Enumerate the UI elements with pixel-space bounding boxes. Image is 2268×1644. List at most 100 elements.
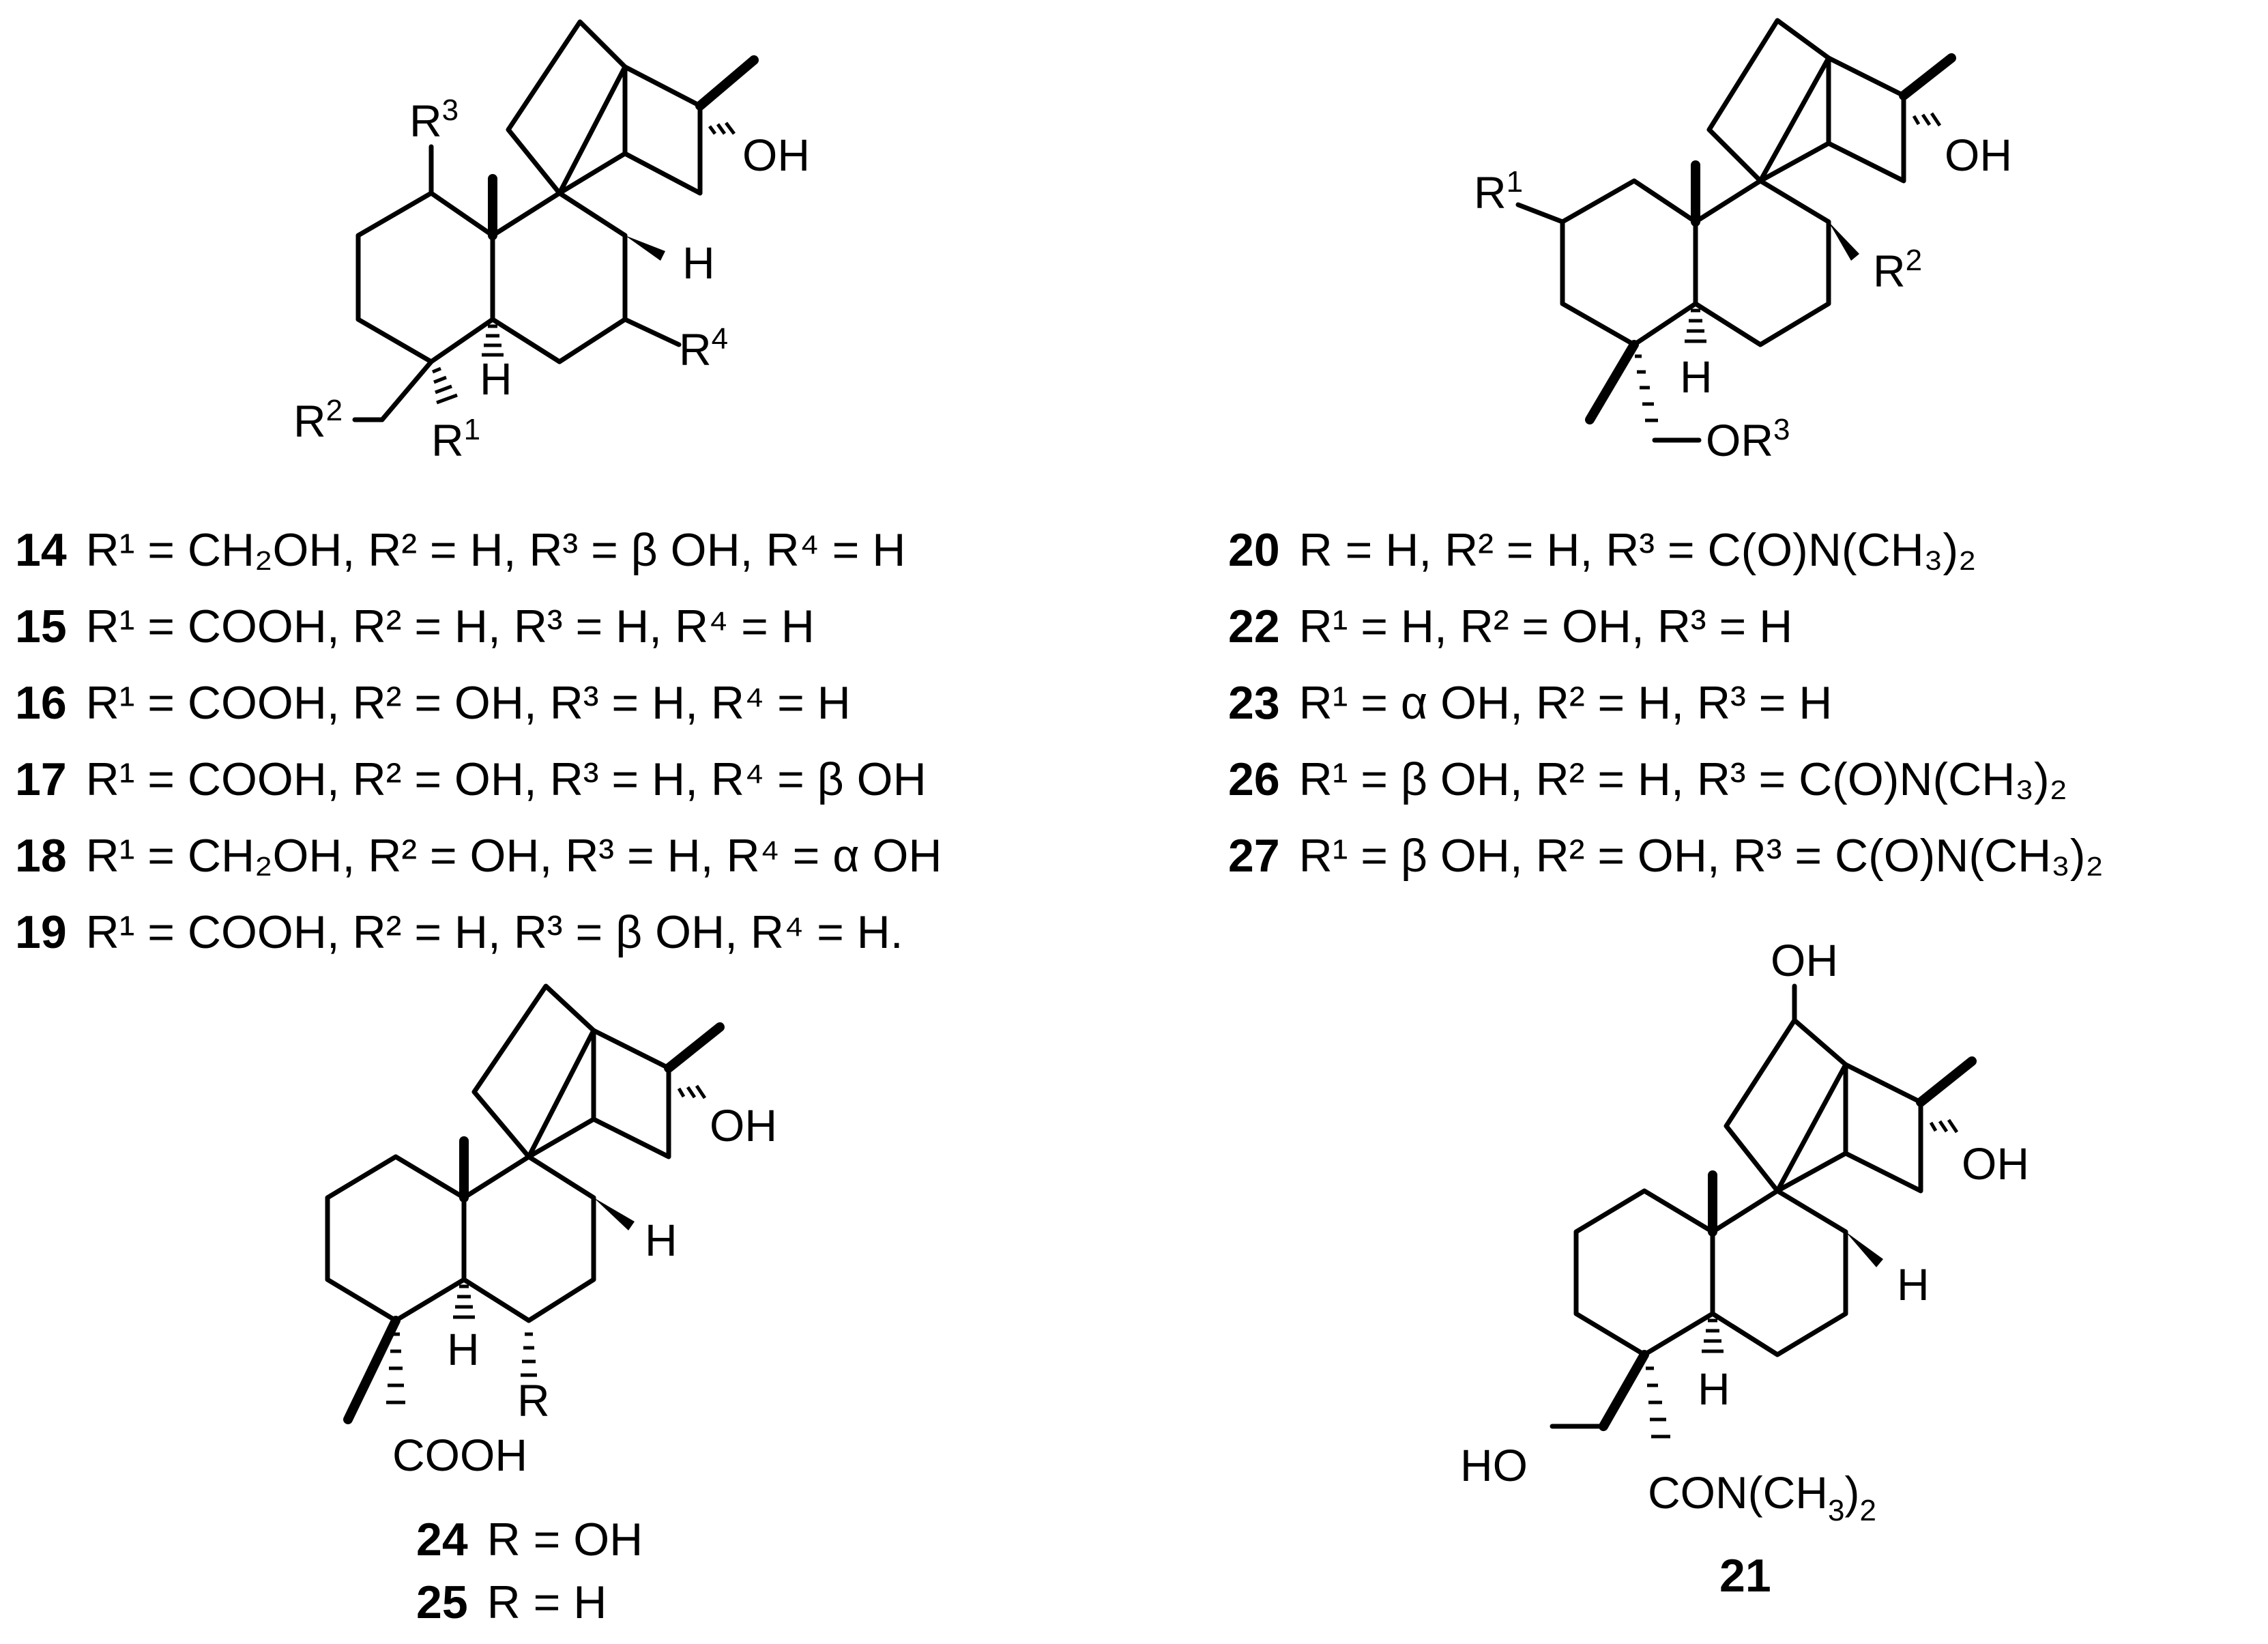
structure-c [325,983,725,1424]
compound-number: 26 [1228,753,1280,805]
structure-d-label-top-oh: OH [1771,935,1838,985]
structure-a [352,19,759,422]
structure-d-label-ho: HO [1460,1440,1528,1490]
structure-c-c4-methyl [343,1316,401,1424]
structure-d-hashes [1646,1119,1959,1439]
structure-a-labels: R3 OH H R4 H R2 R1 [293,93,810,465]
structure-b-labels: R1 OH R2 H OR3 [1474,130,2012,465]
legend-row: 18 R¹ = CH₂OH, R² = OH, R³ = H, R⁴ = α OH [15,818,942,894]
legend-row: 23 R¹ = α OH, R² = H, R³ = H [1228,665,2104,741]
structure-d-label-amide: CON(CH3)2 [1648,1467,1876,1527]
compound-definition: R = OH [486,1514,643,1566]
structure-b-hashes [1635,112,1942,422]
structure-c-label-r: R [517,1375,550,1426]
structure-b-bridge [1706,18,1831,184]
compound-definition: R¹ = COOH, R² = OH, R³ = H, R⁴ = H [85,677,851,729]
compound-number: 22 [1228,601,1280,652]
structure-c-ring-b [461,1154,596,1323]
legend-row: 22 R¹ = H, R² = OH, R³ = H [1228,588,2104,665]
structure-a-hashes [432,121,736,405]
structure-b-wedge-r2 [1829,222,1859,261]
legend-row: 15 R¹ = COOH, R² = H, R³ = H, R⁴ = H [15,588,942,665]
compound-definition: R¹ = β OH, R² = H, R³ = C(O)N(CH₃)₂ [1298,753,2068,805]
compound-definition: R¹ = COOH, R² = H, R³ = H, R⁴ = H [85,601,815,652]
legend-row: 24 R = OH [416,1508,643,1571]
compound-21-number: 21 [1719,1550,1771,1602]
structure-b-ring-b [1693,178,1831,347]
compound-number: 25 [416,1576,468,1628]
structure-b-label-h: H [1680,351,1713,402]
compound-definition: R¹ = CH₂OH, R² = H, R³ = β OH, R⁴ = H [85,524,906,576]
structure-a-ring-c [557,64,703,196]
structure-d-ring-a [1573,1188,1715,1357]
structure-a-label-r2: R2 [293,394,343,446]
structure-d-label-h: H [1897,1259,1930,1310]
structure-a-label-oh: OH [742,130,810,180]
structure-a-r2-bond [379,359,434,422]
compound-number: 27 [1228,830,1280,882]
structure-c-hashes [386,1084,707,1404]
structure-d-ch2oh-bond [1599,1350,1649,1431]
structure-c-c16-methyl [664,1022,725,1073]
structure-a-label-h: H [682,237,715,288]
structure-b-ring-a [1560,178,1698,347]
structure-a-label-r1: R1 [431,413,480,465]
compound-number: 24 [416,1514,468,1566]
compound-definition: R¹ = COOH, R² = OH, R³ = H, R⁴ = β OH [85,753,927,805]
structure-d-label-oh: OH [1962,1138,2029,1189]
structure-c-label-h: H [645,1215,678,1265]
structure-c-labels: OH H H R COOH [392,1100,777,1480]
structure-a-label-r3: R3 [409,93,459,146]
compound-definition: R¹ = H, R² = OH, R³ = H [1298,601,1793,652]
structure-a-label-r4: R4 [679,322,728,375]
structure-b [1515,18,1956,443]
structure-b-ring-c [1758,55,1906,184]
compound-number: 23 [1228,677,1280,729]
structure-a-c16-methyl [695,55,759,111]
structure-d-bridge [1724,1018,1848,1194]
structure-b-label-r1: R1 [1474,165,1523,218]
compound-number: 20 [1228,524,1280,576]
structure-d-c16-methyl [1916,1056,1977,1107]
legend-row: 20 R = H, R² = H, R³ = C(O)N(CH₃)₂ [1228,512,2104,588]
legend-row: 26 R¹ = β OH, R² = H, R³ = C(O)N(CH₃)₂ [1228,741,2104,818]
compound-definition: R¹ = α OH, R² = H, R³ = H [1298,677,1833,729]
compound-definition: R = H, R² = H, R³ = C(O)N(CH₃)₂ [1298,524,1977,576]
structure-a-bridge [506,19,628,196]
structure-a-r4-bond [622,317,682,347]
structure-d [1550,983,1977,1431]
structure-d-label-h2: H [1698,1364,1730,1414]
structure-b-c4-methyl [1585,340,1639,424]
structure-a-wedge-h [625,235,665,261]
structure-c-label-cooh: COOH [392,1430,527,1480]
structure-d-ring-c [1775,1062,1923,1194]
legend-row: 27 R¹ = β OH, R² = OH, R³ = C(O)N(CH₃)₂ [1228,818,2104,894]
legend-row: 17 R¹ = COOH, R² = OH, R³ = H, R⁴ = β OH [15,741,942,818]
structure-d-ring-b [1710,1188,1848,1357]
compound-number: 18 [15,830,67,882]
compound-definition: R¹ = CH₂OH, R² = OH, R³ = H, R⁴ = α OH [85,830,942,882]
structure-c-label-h2: H [447,1324,480,1374]
structure-c-bridge [471,983,596,1159]
structure-b-c16-methyl [1899,53,1956,100]
compound-definition: R¹ = β OH, R² = OH, R³ = C(O)N(CH₃)₂ [1298,830,2104,882]
legend-group-2: 20 R = H, R² = H, R³ = C(O)N(CH₃)₂ 22 R¹ =… [1228,512,2104,894]
compound-number: 17 [15,753,67,805]
legend-row: 19 R¹ = COOH, R² = H, R³ = β OH, R⁴ = H. [15,894,942,970]
structure-c-wedge-h [594,1198,635,1230]
structure-b-r1-bond [1515,202,1565,225]
compound-number: 15 [15,601,67,652]
compound-definition: R¹ = COOH, R² = H, R³ = β OH, R⁴ = H. [85,906,903,958]
structure-a-ring-b [490,190,628,364]
structure-c-ring-c [526,1028,671,1159]
compound-number: 19 [15,906,67,958]
structure-d-wedge-h [1846,1232,1883,1267]
structure-b-label-or3: OR3 [1706,413,1790,465]
structure-a-label-h2: H [480,354,512,404]
